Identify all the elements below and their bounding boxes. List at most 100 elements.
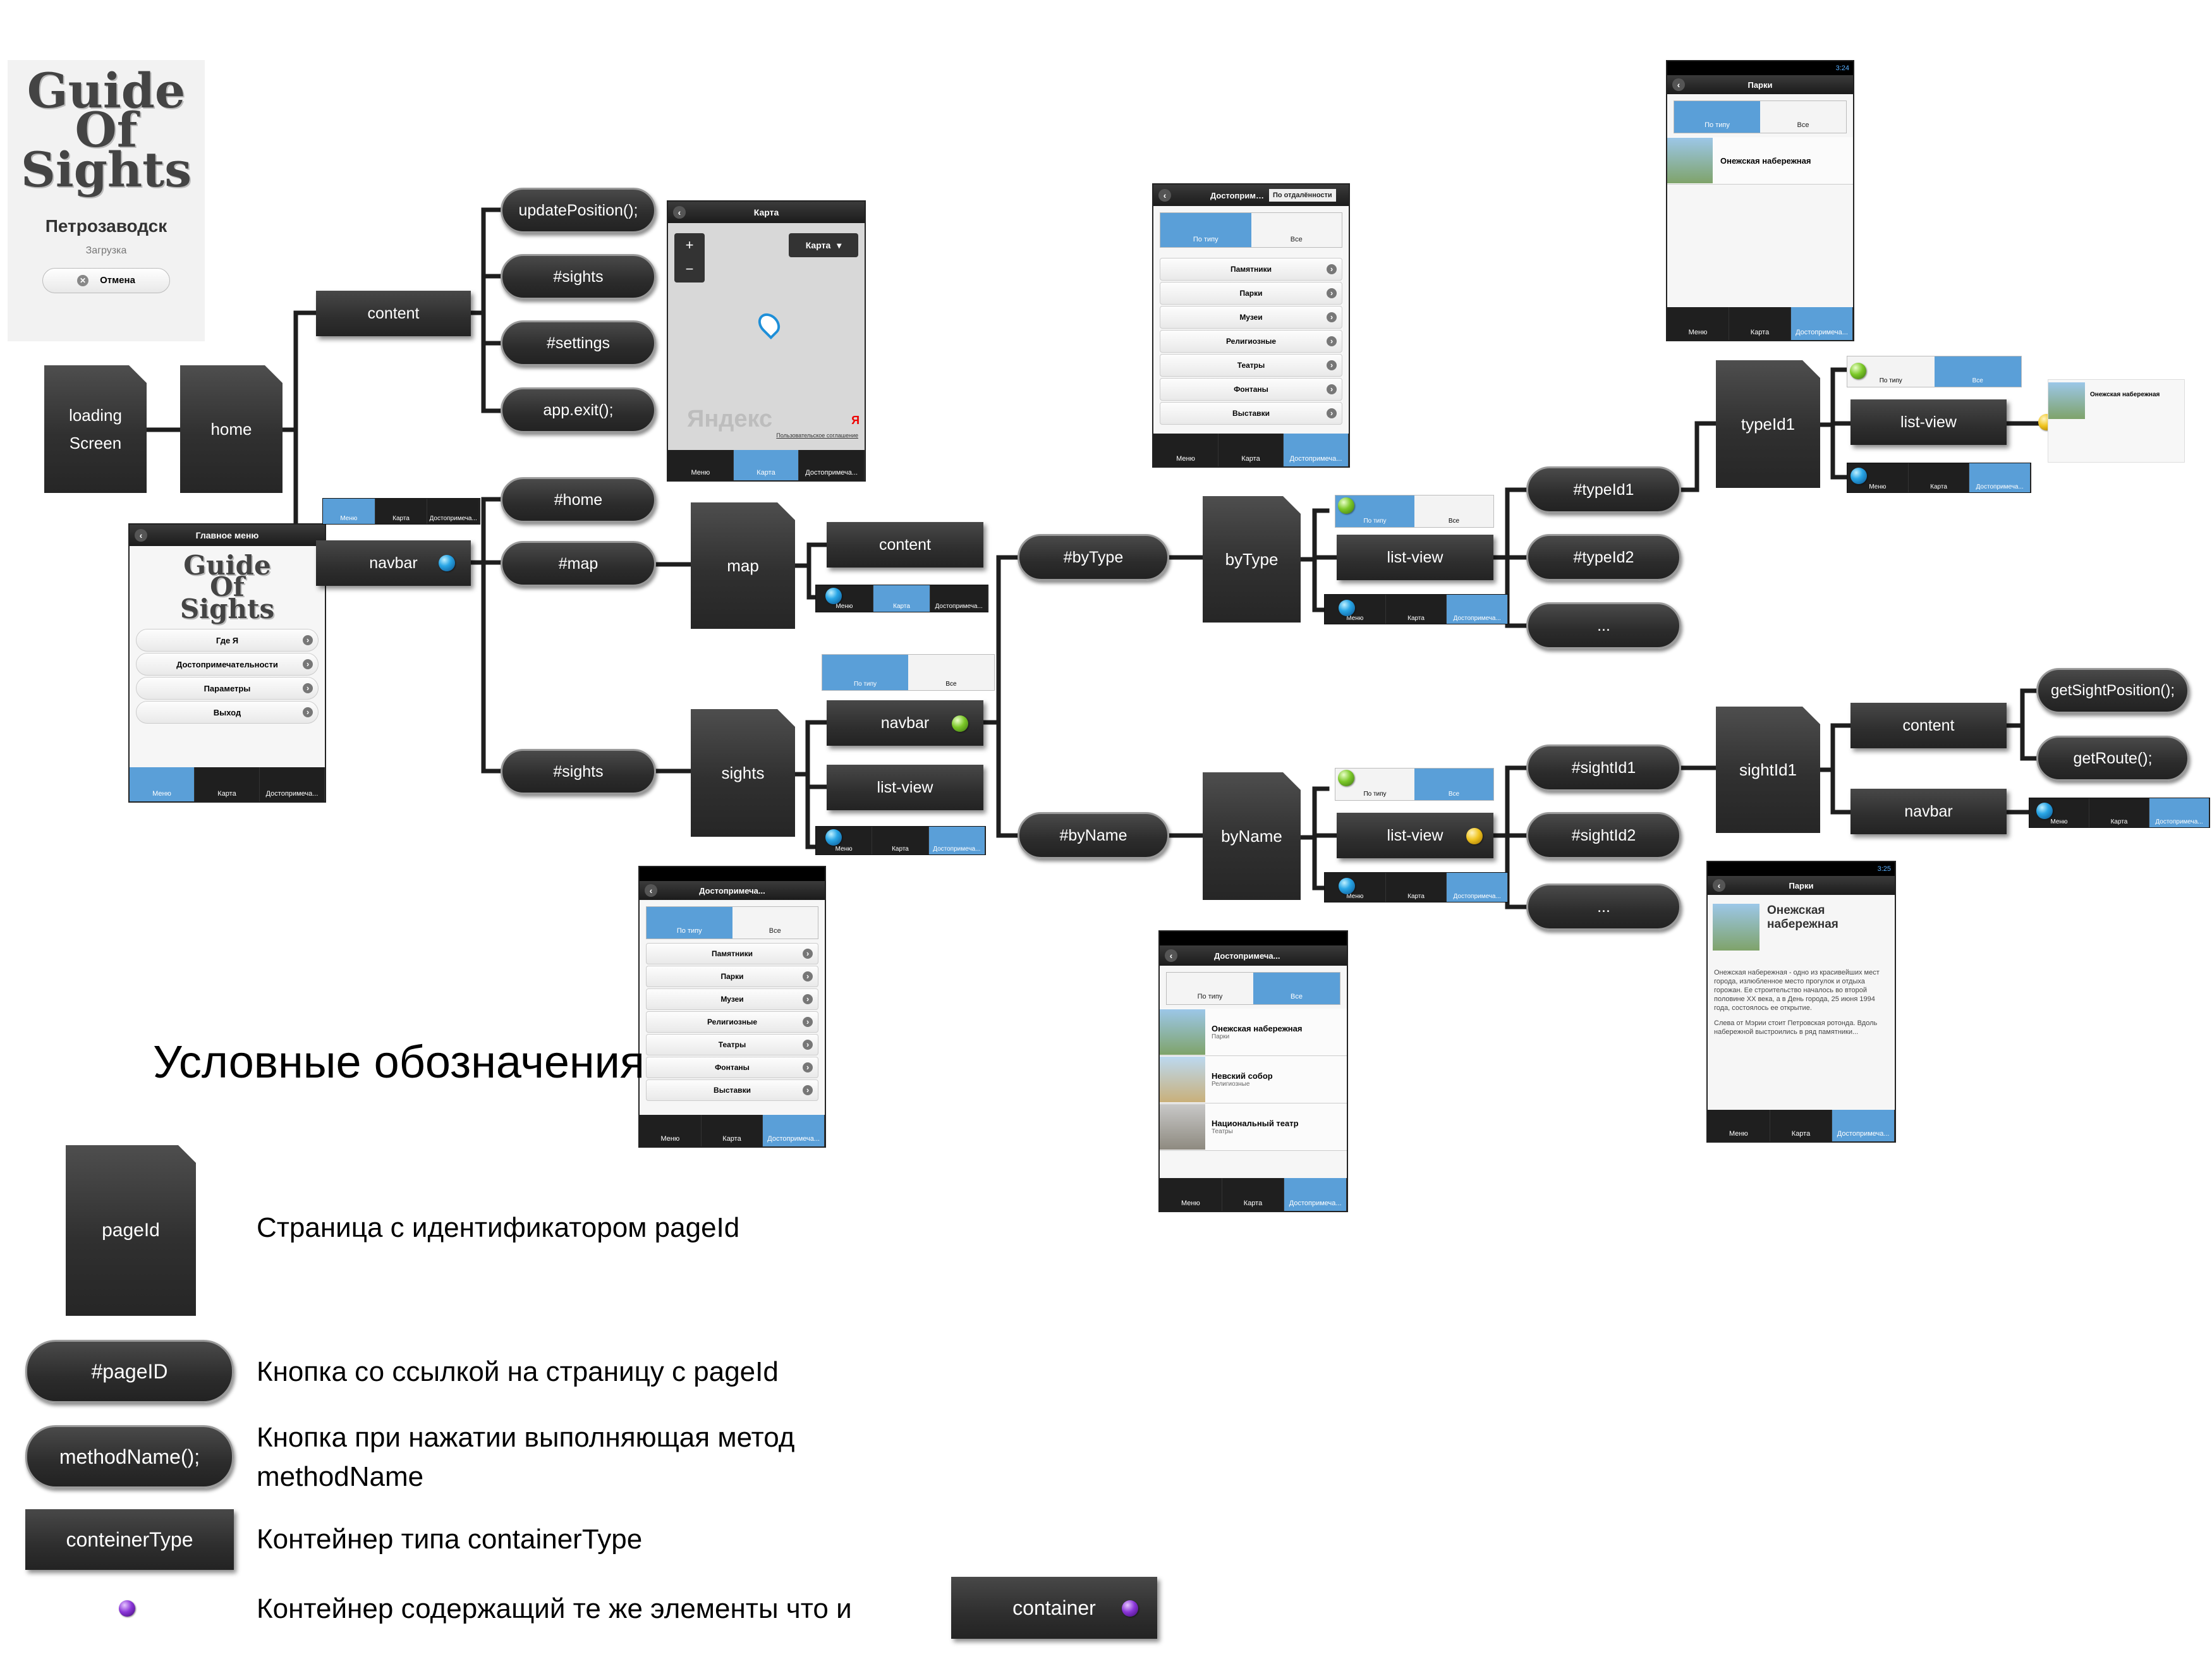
tab-menu[interactable]: Меню [1847, 463, 1909, 492]
link-type-more[interactable]: ... [1526, 602, 1681, 649]
tab-by-type[interactable]: По типу [1879, 377, 1902, 384]
terms-link[interactable]: Пользовательское соглашение [776, 432, 858, 439]
list-item[interactable]: Онежская набережная Парки [1160, 1009, 1347, 1056]
back-icon[interactable]: ‹ [1158, 189, 1171, 202]
list-item[interactable]: Парки [646, 966, 818, 987]
tab-sights[interactable]: Достопримеча... [799, 450, 865, 480]
tab-menu[interactable]: Меню [1160, 1178, 1222, 1211]
tab-sights[interactable]: Достопримеча... [763, 1115, 825, 1146]
tab-all[interactable]: Все [1253, 973, 1340, 1004]
tab-sights[interactable]: Достопримеча... [2149, 798, 2209, 827]
tab-map[interactable]: Карта [1386, 873, 1447, 902]
link-type-id2[interactable]: #typeId2 [1526, 534, 1681, 581]
tab-menu[interactable]: Меню [668, 450, 734, 480]
link-settings[interactable]: #settings [501, 320, 656, 366]
tab-all[interactable]: Все [732, 907, 818, 939]
zoom-out-button[interactable]: − [685, 261, 694, 277]
tab-menu[interactable]: Меню [1153, 434, 1218, 466]
menu-item-sights[interactable]: Достопримечательности [136, 653, 319, 676]
tab-map[interactable]: Карта [733, 450, 799, 480]
method-app-exit[interactable]: app.exit(); [501, 387, 656, 433]
distance-sort-button[interactable]: По отдалённости [1268, 189, 1336, 202]
tab-menu[interactable]: Меню [323, 499, 375, 524]
method-update-position[interactable]: updatePosition(); [501, 188, 656, 233]
tab-all[interactable]: Все [1448, 518, 1460, 525]
tab-sights[interactable]: Достопримеча... [1969, 463, 2031, 492]
back-icon[interactable]: ‹ [1672, 78, 1685, 91]
list-item[interactable]: Невский собор Религиозные [1160, 1056, 1347, 1103]
tab-map[interactable]: Карта [873, 585, 931, 612]
tab-sights[interactable]: Достопримеча... [930, 585, 988, 612]
tab-map[interactable]: Карта [375, 499, 428, 524]
tab-sights[interactable]: Достопримеча... [1284, 1178, 1347, 1211]
link-home[interactable]: #home [501, 477, 656, 523]
back-icon[interactable]: ‹ [673, 206, 686, 219]
menu-item-exit[interactable]: Выход [136, 701, 319, 724]
tab-map[interactable]: Карта [195, 767, 260, 801]
tab-map[interactable]: Карта [872, 827, 929, 854]
tab-all[interactable]: Все [1251, 213, 1342, 247]
tab-sights[interactable]: Достопримеча... [1447, 595, 1509, 624]
list-item[interactable]: Религиозные [1160, 330, 1342, 353]
tab-menu[interactable]: Меню [1667, 307, 1729, 340]
tab-sights[interactable]: Достопримеча... [1791, 307, 1853, 340]
tab-sights[interactable]: Достопримеча... [427, 499, 480, 524]
menu-item-settings[interactable]: Параметры [136, 677, 319, 700]
list-item[interactable]: Парки [1160, 282, 1342, 305]
tab-sights[interactable]: Достопримеча... [260, 767, 325, 801]
tab-map[interactable]: Карта [1222, 1178, 1285, 1211]
back-icon[interactable]: ‹ [1165, 949, 1177, 962]
link-type-id1[interactable]: #typeId1 [1526, 466, 1681, 513]
tab-menu[interactable]: Меню [816, 827, 873, 854]
list-item[interactable]: Онежская набережная [1667, 137, 1853, 185]
menu-item-where[interactable]: Где Я [136, 629, 319, 652]
tab-menu[interactable]: Меню [1325, 595, 1386, 624]
list-item[interactable]: Музеи [1160, 306, 1342, 329]
link-sight-id1[interactable]: #sightId1 [1526, 744, 1681, 791]
tab-all[interactable]: Все [1414, 769, 1493, 800]
tab-map[interactable]: Карта [2089, 798, 2149, 827]
tab-sights[interactable]: Достопримеча... [1832, 1110, 1895, 1141]
back-icon[interactable]: ‹ [1713, 879, 1725, 892]
tab-by-type[interactable]: По типу [1160, 213, 1251, 247]
link-sight-id2[interactable]: #sightId2 [1526, 812, 1681, 859]
tab-menu[interactable]: Меню [130, 767, 195, 801]
list-item[interactable]: Выставки [646, 1079, 818, 1101]
tab-menu[interactable]: Меню [640, 1115, 702, 1146]
list-item[interactable]: Национальный театр Театры [1160, 1103, 1347, 1151]
tab-all[interactable]: Все [1760, 101, 1846, 133]
tab-menu[interactable]: Меню [816, 585, 873, 612]
method-get-sight-position[interactable]: getSightPosition(); [2036, 668, 2189, 714]
tab-menu[interactable]: Меню [1708, 1110, 1770, 1141]
tab-by-type[interactable]: По типу [647, 907, 732, 939]
link-by-name[interactable]: #byName [1018, 812, 1169, 859]
tab-map[interactable]: Карта [1218, 434, 1284, 466]
list-item[interactable]: Музеи [646, 988, 818, 1010]
cancel-button[interactable]: ✕ Отмена [42, 267, 170, 293]
link-by-type[interactable]: #byType [1018, 534, 1169, 581]
list-item[interactable]: Религиозные [646, 1011, 818, 1033]
back-icon[interactable]: ‹ [645, 884, 657, 897]
tab-map[interactable]: Карта [1386, 595, 1447, 624]
list-item[interactable]: Памятники [646, 943, 818, 964]
tab-all[interactable]: Все [1934, 356, 2021, 387]
link-sights[interactable]: #sights [501, 254, 656, 300]
tab-map[interactable]: Карта [702, 1115, 763, 1146]
link-sights[interactable]: #sights [501, 749, 656, 794]
link-sight-more[interactable]: ... [1526, 884, 1681, 930]
list-item[interactable]: Фонтаны [1160, 378, 1342, 401]
zoom-in-button[interactable]: + [685, 237, 694, 253]
list-item[interactable]: Выставки [1160, 402, 1342, 425]
tab-sights[interactable]: Достопримеча... [1284, 434, 1349, 466]
tab-menu[interactable]: Меню [1325, 873, 1386, 902]
list-item[interactable]: Театры [1160, 354, 1342, 377]
tab-by-type[interactable]: По типу [822, 655, 908, 690]
tab-map[interactable]: Карта [1729, 307, 1791, 340]
tab-sights[interactable]: Достопримеча... [928, 827, 985, 854]
tab-by-type[interactable]: По типу [1167, 973, 1253, 1004]
tab-menu[interactable]: Меню [2029, 798, 2089, 827]
list-item[interactable]: Фонтаны [646, 1057, 818, 1078]
method-get-route[interactable]: getRoute(); [2036, 736, 2189, 781]
tab-sights[interactable]: Достопримеча... [1447, 873, 1509, 902]
map-layer-button[interactable]: Карта ▾ [789, 233, 858, 257]
